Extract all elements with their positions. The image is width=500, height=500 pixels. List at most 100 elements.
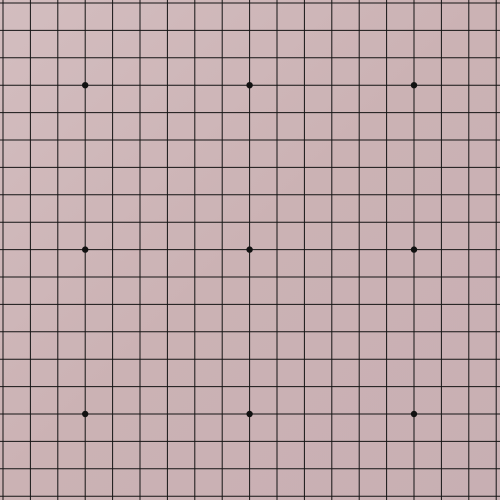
- intersection[interactable]: [0, 72, 17, 99]
- intersection[interactable]: [346, 44, 373, 71]
- intersection[interactable]: [291, 99, 318, 126]
- intersection[interactable]: [428, 181, 455, 208]
- intersection[interactable]: [99, 236, 126, 263]
- intersection[interactable]: [483, 346, 500, 373]
- intersection[interactable]: [209, 400, 236, 427]
- intersection[interactable]: [126, 154, 153, 181]
- intersection[interactable]: [72, 0, 99, 17]
- intersection[interactable]: [373, 126, 400, 153]
- intersection[interactable]: [428, 209, 455, 236]
- intersection[interactable]: [181, 181, 208, 208]
- intersection[interactable]: [236, 483, 263, 500]
- intersection[interactable]: [181, 154, 208, 181]
- intersection[interactable]: [44, 181, 71, 208]
- intersection[interactable]: [72, 17, 99, 44]
- intersection[interactable]: [72, 44, 99, 71]
- intersection[interactable]: [209, 99, 236, 126]
- intersection[interactable]: [346, 373, 373, 400]
- intersection[interactable]: [318, 263, 345, 290]
- intersection[interactable]: [346, 99, 373, 126]
- intersection[interactable]: [72, 346, 99, 373]
- intersection[interactable]: [17, 291, 44, 318]
- intersection[interactable]: [346, 181, 373, 208]
- intersection[interactable]: [17, 400, 44, 427]
- intersection[interactable]: [291, 263, 318, 290]
- intersection[interactable]: [99, 126, 126, 153]
- intersection[interactable]: [126, 318, 153, 345]
- intersection[interactable]: [373, 209, 400, 236]
- intersection[interactable]: [126, 291, 153, 318]
- intersection[interactable]: [373, 428, 400, 455]
- intersection[interactable]: [318, 0, 345, 17]
- intersection[interactable]: [181, 263, 208, 290]
- intersection[interactable]: [318, 400, 345, 427]
- intersection[interactable]: [263, 181, 290, 208]
- intersection[interactable]: [99, 291, 126, 318]
- intersection[interactable]: [400, 455, 427, 482]
- intersection[interactable]: [455, 346, 482, 373]
- intersection[interactable]: [154, 72, 181, 99]
- intersection[interactable]: [428, 291, 455, 318]
- intersection[interactable]: [373, 455, 400, 482]
- intersection[interactable]: [99, 373, 126, 400]
- intersection[interactable]: [181, 455, 208, 482]
- intersection[interactable]: [318, 346, 345, 373]
- intersection[interactable]: [428, 318, 455, 345]
- intersection[interactable]: [318, 154, 345, 181]
- intersection[interactable]: [263, 44, 290, 71]
- intersection[interactable]: [428, 99, 455, 126]
- intersection[interactable]: [373, 0, 400, 17]
- intersection[interactable]: [400, 99, 427, 126]
- intersection[interactable]: [72, 400, 99, 427]
- intersection[interactable]: [72, 263, 99, 290]
- intersection[interactable]: [455, 126, 482, 153]
- intersection[interactable]: [236, 209, 263, 236]
- intersection[interactable]: [455, 17, 482, 44]
- intersection[interactable]: [17, 44, 44, 71]
- intersection[interactable]: [17, 236, 44, 263]
- intersection[interactable]: [346, 236, 373, 263]
- intersection[interactable]: [263, 373, 290, 400]
- intersection[interactable]: [154, 400, 181, 427]
- intersection[interactable]: [400, 44, 427, 71]
- intersection[interactable]: [17, 263, 44, 290]
- intersection[interactable]: [0, 400, 17, 427]
- intersection[interactable]: [373, 291, 400, 318]
- intersection[interactable]: [44, 99, 71, 126]
- intersection[interactable]: [373, 263, 400, 290]
- intersection[interactable]: [291, 209, 318, 236]
- intersection[interactable]: [72, 126, 99, 153]
- intersection[interactable]: [0, 346, 17, 373]
- intersection[interactable]: [400, 291, 427, 318]
- intersection[interactable]: [318, 236, 345, 263]
- intersection[interactable]: [318, 99, 345, 126]
- intersection[interactable]: [17, 99, 44, 126]
- intersection[interactable]: [44, 236, 71, 263]
- intersection[interactable]: [400, 373, 427, 400]
- intersection[interactable]: [346, 483, 373, 500]
- intersection[interactable]: [0, 373, 17, 400]
- intersection[interactable]: [263, 126, 290, 153]
- intersection[interactable]: [17, 209, 44, 236]
- intersection[interactable]: [0, 291, 17, 318]
- intersection[interactable]: [99, 154, 126, 181]
- intersection[interactable]: [428, 0, 455, 17]
- intersection[interactable]: [483, 373, 500, 400]
- intersection[interactable]: [455, 44, 482, 71]
- intersection[interactable]: [483, 400, 500, 427]
- intersection[interactable]: [428, 455, 455, 482]
- intersection[interactable]: [0, 181, 17, 208]
- intersection[interactable]: [291, 154, 318, 181]
- intersection[interactable]: [236, 400, 263, 427]
- intersection[interactable]: [44, 263, 71, 290]
- intersection[interactable]: [483, 72, 500, 99]
- intersection[interactable]: [236, 99, 263, 126]
- intersection[interactable]: [263, 291, 290, 318]
- intersection[interactable]: [72, 455, 99, 482]
- intersection[interactable]: [0, 483, 17, 500]
- intersection[interactable]: [455, 99, 482, 126]
- intersection[interactable]: [291, 0, 318, 17]
- intersection[interactable]: [209, 263, 236, 290]
- intersection[interactable]: [346, 72, 373, 99]
